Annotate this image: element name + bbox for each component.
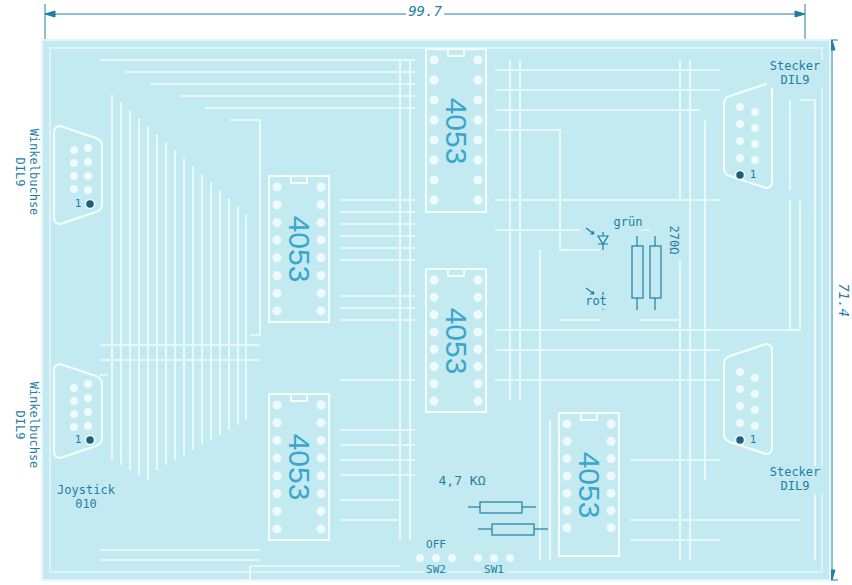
resistor-symbols <box>468 236 661 535</box>
pin-number: 1 <box>73 434 84 447</box>
pin-number: 1 <box>73 198 84 211</box>
ic-label: 4053 <box>441 307 471 374</box>
ic-label: 4053 <box>284 216 314 283</box>
pin-number: 1 <box>748 169 759 182</box>
copper-traces <box>100 60 815 580</box>
connector-label: Winkelbuchse DIL9 <box>12 373 40 477</box>
db9-outlines <box>54 84 772 458</box>
resistor-value: 4,7 KΩ <box>437 474 488 489</box>
board <box>42 40 830 580</box>
connector-label: Winkelbuchse DIL9 <box>12 120 40 224</box>
switch-label: SW2 <box>424 564 448 577</box>
ic-outline: 4053 <box>268 175 330 323</box>
switch-pads <box>416 554 514 562</box>
ic-outline: 4053 <box>425 48 487 213</box>
pin-number: 1 <box>748 434 759 447</box>
ic-outline: 4053 <box>558 412 620 557</box>
ic-outline: 4053 <box>268 393 330 541</box>
db9-pads <box>74 107 755 427</box>
dimension-text: 99.7 <box>406 3 444 19</box>
connector-label: Stecker DIL9 <box>767 60 823 88</box>
led-label: grün <box>612 216 645 230</box>
switch-label: OFF <box>424 539 448 552</box>
ic-label: 4053 <box>441 97 471 164</box>
led-label: rot <box>583 295 609 309</box>
switch-label: SW1 <box>482 564 506 577</box>
resistor-value: 270Ω <box>666 224 680 257</box>
pin1-marks <box>86 171 745 445</box>
connector-label: Stecker DIL9 <box>767 466 823 494</box>
ic-outline: 4053 <box>425 268 487 413</box>
ic-pads <box>277 60 611 545</box>
dimension-text: 71.4 <box>836 281 852 319</box>
board-name: Joystick 010 <box>53 484 119 512</box>
ic-label: 4053 <box>574 451 604 518</box>
ic-label: 4053 <box>284 434 314 501</box>
